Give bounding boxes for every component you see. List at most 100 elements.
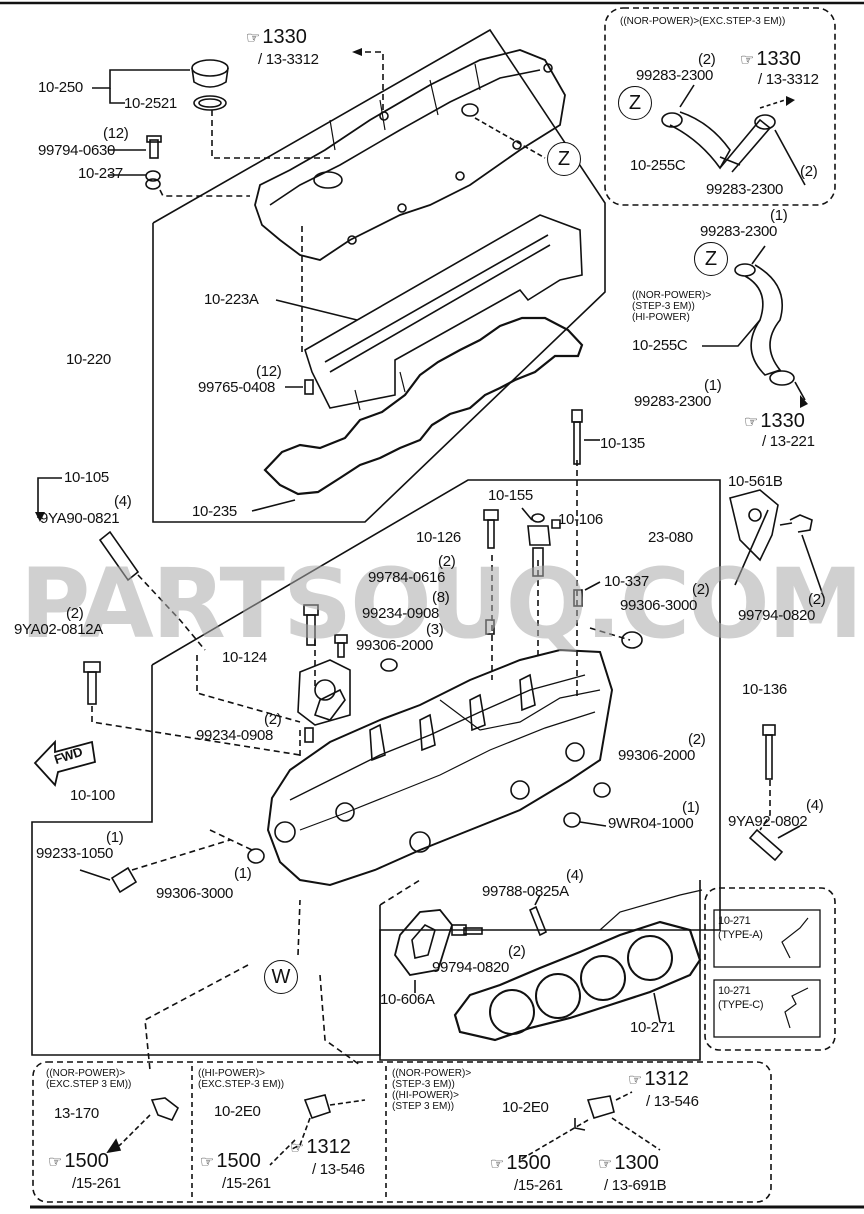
qty-99306-2000b: (2) — [688, 731, 706, 748]
group-outline-10-220 — [152, 28, 606, 523]
cylinder-head-shape — [266, 648, 614, 887]
qty-99794-0820b: (2) — [508, 943, 526, 960]
part-99788-0825A[interactable]: 99788-0825A — [482, 883, 569, 900]
part-99784-0616[interactable]: 99784-0616 — [368, 569, 446, 586]
pointing-hand-icon: ☞ — [490, 1156, 505, 1173]
valve-cover-shape — [254, 49, 566, 261]
part-9YA92-0802[interactable]: 9YA92-0802 — [728, 813, 808, 830]
inset-box-bottom — [32, 1061, 772, 1203]
valve-cover-gasket — [263, 316, 584, 496]
marker-w: W — [264, 960, 298, 994]
bottom-box-2-condition: ((HI-POWER)> (EXC.STEP-3 EM)) — [198, 1068, 285, 1090]
part-10-124[interactable]: 10-124 — [222, 649, 267, 666]
qty-99306-3000b: (1) — [234, 865, 252, 882]
ref-top-sub[interactable]: / 13-3312 — [258, 51, 319, 68]
qty-9YA02: (2) — [66, 605, 84, 622]
part-10-220[interactable]: 10-220 — [66, 351, 111, 368]
part-99306-2000b[interactable]: 99306-2000 — [618, 747, 696, 764]
bottom-box-3-ref-sub[interactable]: / 13-546 — [646, 1093, 699, 1110]
bottom-box-2-ref-sub[interactable]: /15-261 — [222, 1175, 271, 1192]
inset-top-hose[interactable]: 10-255C — [630, 157, 686, 174]
part-99765-0408[interactable]: 99765-0408 — [198, 379, 276, 396]
qty-99794-0630: (12) — [103, 125, 129, 142]
pointing-hand-icon: ☞ — [740, 52, 755, 69]
bottom-box-2-ref[interactable]: ☞1500 — [200, 1150, 261, 1172]
part-10-606A[interactable]: 10-606A — [380, 991, 435, 1008]
part-99233-1050[interactable]: 99233-1050 — [36, 845, 114, 862]
inset-mid-hose[interactable]: 10-255C — [632, 337, 688, 354]
bottom-box-3-ref3[interactable]: ☞1300 — [598, 1152, 659, 1174]
inset-mid-clamp-b[interactable]: 99283-2300 — [634, 393, 712, 410]
inset-mid-ref[interactable]: ☞1330 — [744, 410, 805, 432]
qty-9YA90: (4) — [114, 493, 132, 510]
bottom-box-2-ref2[interactable]: ☞1312 — [290, 1136, 351, 1158]
part-10-135[interactable]: 10-135 — [600, 435, 645, 452]
inset-mid-clamp-b-qty: (1) — [704, 377, 722, 394]
part-10-100[interactable]: 10-100 — [70, 787, 115, 804]
inset-mid-clamp-a[interactable]: 99283-2300 — [700, 223, 778, 240]
part-10-235[interactable]: 10-235 — [192, 503, 237, 520]
bottom-box-1-part[interactable]: 13-170 — [54, 1105, 99, 1122]
baffle-plate — [304, 214, 583, 409]
part-10-106[interactable]: 10-106 — [558, 511, 603, 528]
group-outline-gasket — [379, 880, 701, 1061]
qty-9YA92: (4) — [806, 797, 824, 814]
hose-clamp — [661, 112, 683, 128]
marker-z-inset-top: Z — [618, 86, 652, 120]
part-9YA90-0821[interactable]: 9YA90-0821 — [40, 510, 120, 527]
bottom-box-3-part[interactable]: 10-2E0 — [502, 1099, 549, 1116]
part-10-155[interactable]: 10-155 — [488, 487, 533, 504]
part-10-250[interactable]: 10-250 — [38, 79, 83, 96]
bottom-box-2-ref2-sub[interactable]: / 13-546 — [312, 1161, 365, 1178]
inset-top-clamp-b-qty: (2) — [800, 163, 818, 180]
part-10-271[interactable]: 10-271 — [630, 1019, 675, 1036]
part-10-126[interactable]: 10-126 — [416, 529, 461, 546]
part-10-223A[interactable]: 10-223A — [204, 291, 259, 308]
inset-top-ref[interactable]: ☞1330 — [740, 48, 801, 70]
inset-top-clamp-b[interactable]: 99283-2300 — [706, 181, 784, 198]
part-10-337[interactable]: 10-337 — [604, 573, 649, 590]
part-99306-3000b[interactable]: 99306-3000 — [156, 885, 234, 902]
part-99234-0908b[interactable]: 99234-0908 — [196, 727, 274, 744]
part-99306-2000a[interactable]: 99306-2000 — [356, 637, 434, 654]
gasket-type-a-label: (TYPE-A) — [718, 929, 763, 941]
pointing-hand-icon: ☞ — [246, 30, 261, 47]
bottom-box-3-ref[interactable]: ☞1312 — [628, 1068, 689, 1090]
bottom-box-1-ref-sub[interactable]: /15-261 — [72, 1175, 121, 1192]
inset-mid-ref-sub[interactable]: / 13-221 — [762, 433, 815, 450]
part-9YA02-0812A[interactable]: 9YA02-0812A — [14, 621, 103, 638]
part-99306-3000a[interactable]: 99306-3000 — [620, 597, 698, 614]
part-23-080[interactable]: 23-080 — [648, 529, 693, 546]
bottom-box-2-part[interactable]: 10-2E0 — [214, 1103, 261, 1120]
inset-mid-clamp-a-qty: (1) — [770, 207, 788, 224]
inset-top-ref-sub[interactable]: / 13-3312 — [758, 71, 819, 88]
part-99794-0820a[interactable]: 99794-0820 — [738, 607, 816, 624]
pointing-hand-icon: ☞ — [200, 1154, 215, 1171]
inset-box-gasket-types — [704, 887, 836, 1051]
marker-z: Z — [547, 142, 581, 176]
bottom-box-3-ref2-sub[interactable]: /15-261 — [514, 1177, 563, 1194]
fwd-arrow-shape — [33, 739, 97, 787]
inset-top-clamp-a[interactable]: 99283-2300 — [636, 67, 714, 84]
qty-99784-0616: (2) — [438, 553, 456, 570]
part-10-105[interactable]: 10-105 — [64, 469, 109, 486]
part-10-2521[interactable]: 10-2521 — [124, 95, 177, 112]
part-10-561B[interactable]: 10-561B — [728, 473, 783, 490]
bottom-box-1-ref[interactable]: ☞1500 — [48, 1150, 109, 1172]
gasket-type-c-part: 10-271 — [718, 985, 751, 997]
part-10-237[interactable]: 10-237 — [78, 165, 123, 182]
bottom-box-3-ref3-sub[interactable]: / 13-691B — [604, 1177, 667, 1194]
watermark: PARTSOUQ.COM — [20, 548, 863, 660]
pointing-hand-icon: ☞ — [744, 414, 759, 431]
part-99794-0820b[interactable]: 99794-0820 — [432, 959, 510, 976]
pointing-hand-icon: ☞ — [598, 1156, 613, 1173]
inset-mid-condition: ((NOR-POWER)> (STEP-3 EM)) (HI-POWER) — [632, 290, 712, 323]
part-99234-0908a[interactable]: 99234-0908 — [362, 605, 440, 622]
inset-top-clamp-a-qty: (2) — [698, 51, 716, 68]
part-10-136[interactable]: 10-136 — [742, 681, 787, 698]
part-9WR04-1000[interactable]: 9WR04-1000 — [608, 815, 694, 832]
part-99794-0630[interactable]: 99794-0630 — [38, 142, 116, 159]
ref-top[interactable]: ☞1330 — [246, 26, 307, 48]
bottom-box-3-ref2[interactable]: ☞1500 — [490, 1152, 551, 1174]
head-gasket — [453, 920, 702, 1042]
